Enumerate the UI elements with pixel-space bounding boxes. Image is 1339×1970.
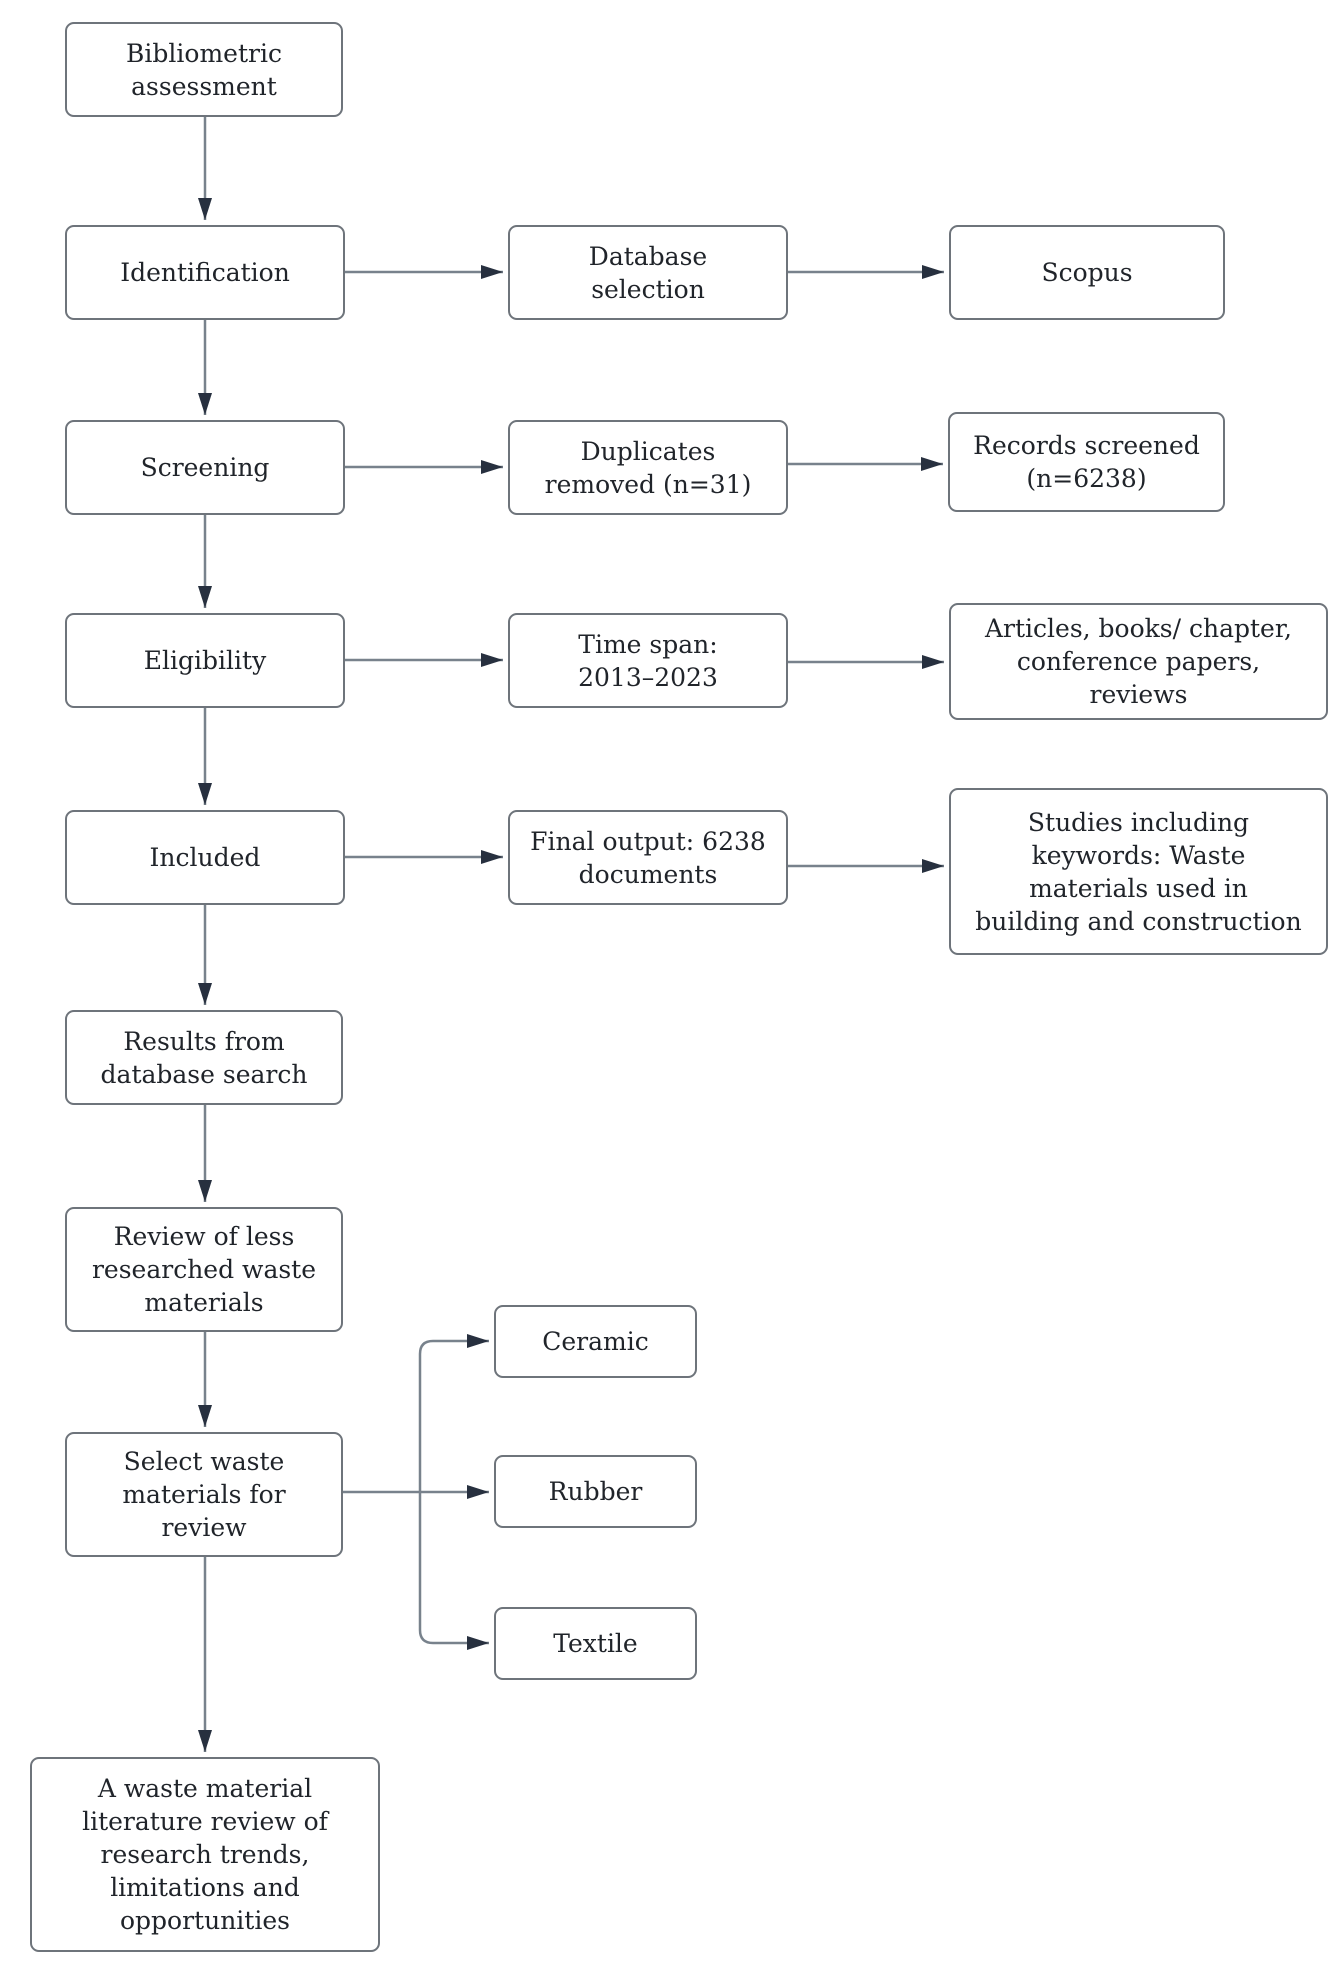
node-ceramic: Ceramic (494, 1305, 697, 1378)
node-document-types: Articles, books/ chapter, conference pap… (949, 603, 1328, 720)
node-time-span: Time span: 2013–2023 (508, 613, 788, 708)
node-final-output: Final output: 6238 documents (508, 810, 788, 905)
node-studies-keywords: Studies including keywords: Waste materi… (949, 788, 1328, 955)
node-database-selection: Database selection (508, 225, 788, 320)
node-rubber: Rubber (494, 1455, 697, 1528)
node-screening: Screening (65, 420, 345, 515)
node-included: Included (65, 810, 345, 905)
node-select-waste-materials: Select waste materials for review (65, 1432, 343, 1557)
node-identification: Identification (65, 225, 345, 320)
node-final-literature-review: A waste material literature review of re… (30, 1757, 380, 1952)
node-eligibility: Eligibility (65, 613, 345, 708)
edge-selectwaste-textile (418, 1492, 489, 1650)
node-bibliometric-assessment: Bibliometric assessment (65, 22, 343, 117)
node-records-screened: Records screened (n=6238) (948, 412, 1225, 512)
node-review-less-researched: Review of less researched waste material… (65, 1207, 343, 1332)
node-results-from-database: Results from database search (65, 1010, 343, 1105)
node-duplicates-removed: Duplicates removed (n=31) (508, 420, 788, 515)
node-scopus: Scopus (949, 225, 1225, 320)
node-textile: Textile (494, 1607, 697, 1680)
edge-selectwaste-ceramic (418, 1334, 489, 1492)
